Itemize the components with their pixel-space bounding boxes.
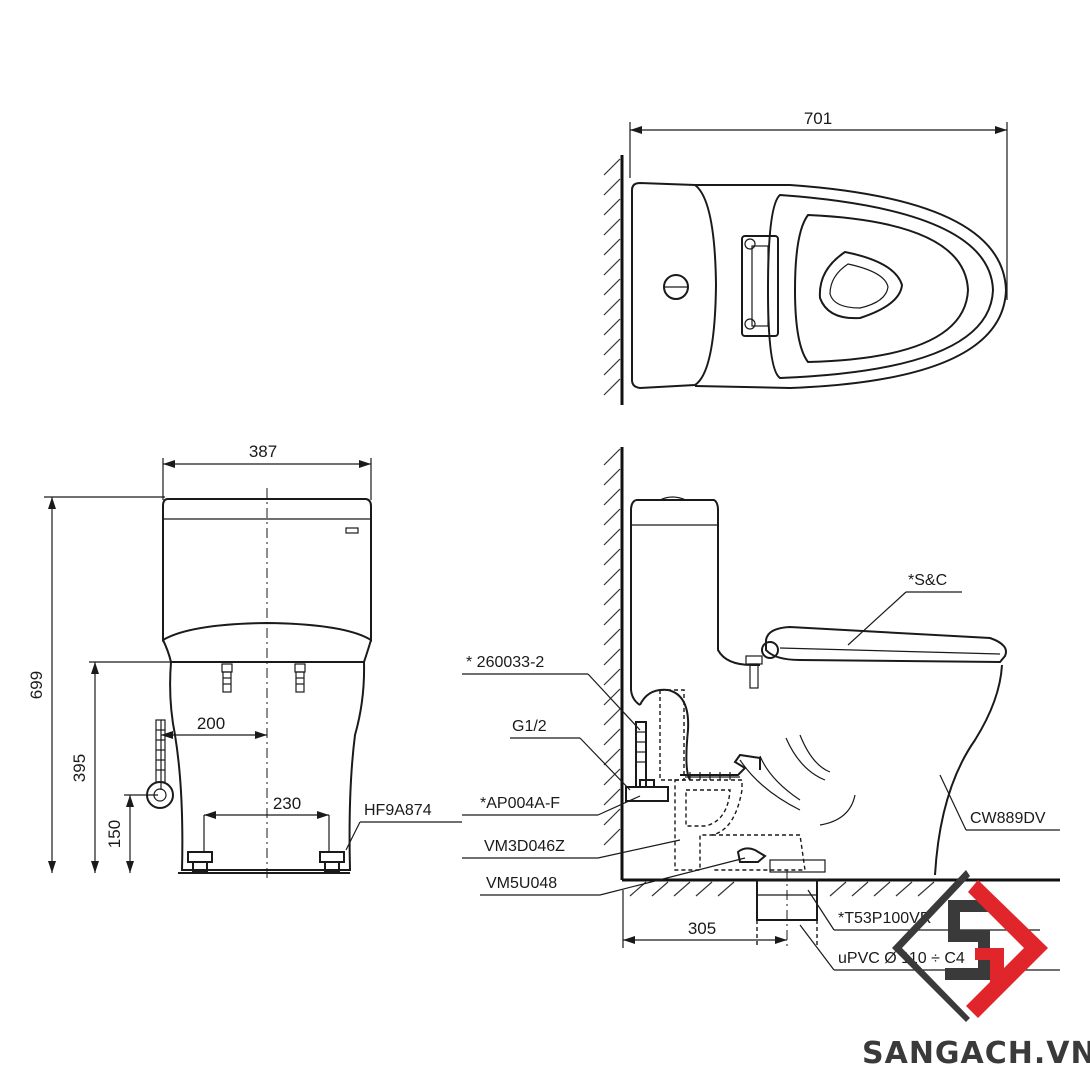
front-logo-mark [345, 527, 359, 534]
drain-collar [769, 859, 826, 873]
label-cw889dv-text: CW889DV [970, 810, 1046, 827]
bowl-opening [818, 250, 904, 320]
front-tank-outline [162, 498, 372, 642]
bowl-opening-inner [829, 263, 889, 309]
seat-cover [765, 625, 1007, 664]
label-t53p100vr-text: *T53P100VR [838, 910, 931, 927]
label-s-and-c: *S&C [847, 572, 962, 646]
internal-flange-bottom [736, 847, 767, 863]
label-vm3d046z: VM3D046Z [462, 838, 681, 859]
dimension-230-label: 230 [273, 794, 301, 813]
sangach-logo [892, 870, 1048, 1022]
dimension-305-label: 305 [688, 919, 716, 938]
front-view: 387 699 395 150 [27, 442, 462, 882]
dimension-200: 200 [160, 714, 267, 790]
label-g12-text: G1/2 [512, 718, 547, 735]
watermark-text: SANGACH.VN [862, 1036, 1090, 1071]
side-view-wall-hatch [603, 448, 621, 846]
side-view: 305 [603, 447, 1060, 948]
dimension-701-label: 701 [804, 109, 832, 128]
dimension-701: 701 [629, 109, 1008, 300]
side-view-floor-hatch [629, 881, 935, 897]
label-ap004a-f-text: *AP004A-F [480, 795, 560, 812]
label-vm3d046z-text: VM3D046Z [484, 838, 565, 855]
dimension-150: 150 [105, 794, 158, 873]
label-ap004a-f: *AP004A-F [462, 795, 641, 816]
side-tank-back [630, 499, 641, 706]
label-t53p100vr: *T53P100VR [807, 889, 1040, 931]
side-angle-valve [625, 721, 669, 802]
dimension-387-label: 387 [249, 442, 277, 461]
label-s-and-c-text: *S&C [908, 572, 947, 589]
label-hf9a874-text: HF9A874 [364, 802, 432, 819]
internal-flange-top [680, 753, 761, 776]
bowl-top-outline [694, 184, 1008, 390]
tank-top-outline [631, 181, 718, 390]
label-260033-2: * 260033-2 [462, 654, 641, 731]
label-hf9a874: HF9A874 [345, 802, 462, 851]
top-view-wall-hatch [603, 158, 621, 396]
dimension-699: 699 [27, 496, 165, 873]
seat-hinge-plate [751, 245, 769, 327]
seat-inner-outline [793, 213, 970, 364]
label-vm5u048-text: VM5U048 [486, 875, 557, 892]
dimension-305: 305 [622, 870, 788, 948]
front-water-connectors [221, 663, 306, 693]
dimension-395-label: 395 [70, 754, 89, 782]
label-vm5u048: VM5U048 [480, 857, 746, 896]
internal-trap [674, 779, 743, 871]
side-hinge [761, 641, 779, 659]
side-body-front [934, 664, 1003, 876]
side-tank-button [659, 496, 687, 501]
label-upvc-text: uPVC Ø 110 ÷ C4 [838, 950, 965, 967]
side-body-back [639, 688, 691, 781]
front-angle-valve [146, 719, 174, 809]
dimension-150-label: 150 [105, 820, 124, 848]
internal-inlet-hose [659, 689, 685, 781]
label-cw889dv: CW889DV [939, 774, 1060, 831]
dimension-699-label: 699 [27, 671, 46, 699]
front-tank-base [162, 639, 372, 663]
seat-hinge [741, 235, 779, 337]
side-tank-outline [636, 499, 760, 666]
top-view: 701 [603, 109, 1008, 405]
front-floor-bolts [187, 851, 345, 873]
trapway-curve-1 [785, 737, 826, 781]
label-g12: G1/2 [510, 718, 631, 791]
label-260033-2-text: * 260033-2 [466, 654, 544, 671]
dimension-200-label: 200 [197, 714, 225, 733]
dimension-230: 230 [203, 794, 330, 852]
dimension-387: 387 [162, 442, 372, 500]
front-body-outline [169, 661, 366, 871]
